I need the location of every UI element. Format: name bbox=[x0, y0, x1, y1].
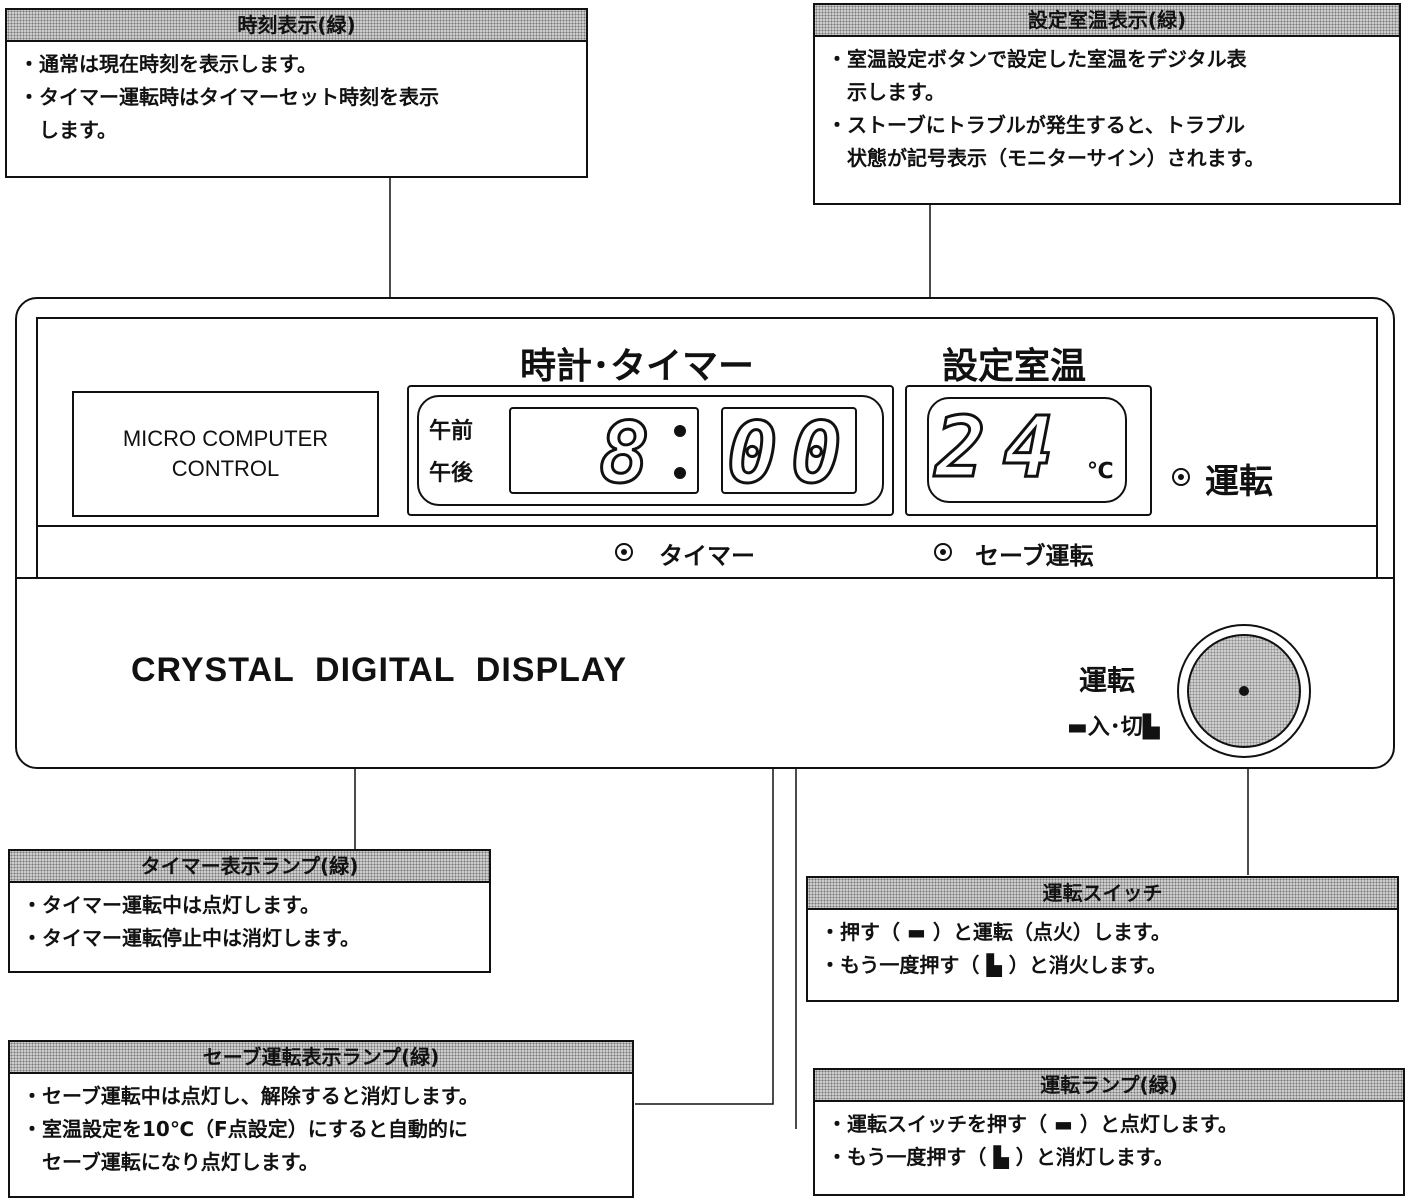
temp-display: 2 4 ℃ bbox=[905, 385, 1152, 516]
callout-line: ・セーブ運転中は点灯し、解除すると消灯します。 bbox=[22, 1084, 479, 1108]
am-indicator: 午前 bbox=[429, 419, 474, 444]
callout-title: セーブ運転表示ランプ(緑) bbox=[10, 1042, 632, 1074]
callout-title: タイマー表示ランプ(緑) bbox=[10, 851, 489, 883]
callout-line: ・もう一度押す（ ▙ ）と消灯します。 bbox=[827, 1145, 1174, 1169]
save-lamp-icon bbox=[934, 543, 952, 561]
temp-digit: 4 bbox=[1002, 398, 1056, 496]
run-lamp-icon bbox=[1172, 468, 1190, 486]
save-lamp-callout: セーブ運転表示ランプ(緑) ・セーブ運転中は点灯し、解除すると消灯します。 ・室… bbox=[8, 1040, 634, 1198]
callout-line: ・タイマー運転時はタイマーセット時刻を表示 bbox=[19, 85, 439, 109]
colon-dot bbox=[674, 467, 686, 479]
hour-window: 8 bbox=[509, 404, 699, 502]
callout-line: します。 bbox=[19, 118, 117, 142]
callout-line: ・通常は現在時刻を表示します。 bbox=[19, 52, 317, 76]
brand-label: CRYSTAL DIGITAL DISPLAY bbox=[131, 651, 628, 689]
callout-line: セーブ運転になり点灯します。 bbox=[22, 1150, 319, 1174]
timer-lamp-label: タイマー bbox=[659, 542, 755, 570]
celsius-unit: ℃ bbox=[1087, 459, 1114, 484]
callout-title: 設定室温表示(緑) bbox=[815, 5, 1399, 37]
switch-label: 運転 bbox=[1079, 664, 1136, 697]
clock-display: 午前 午後 8 0 0 bbox=[407, 385, 894, 516]
run-switch[interactable] bbox=[1177, 624, 1311, 758]
callout-line: ・もう一度押す（ ▙ ）と消火します。 bbox=[820, 953, 1167, 977]
callout-line: 状態が記号表示（モニターサイン）されます。 bbox=[827, 146, 1265, 170]
hour-digit: 8 bbox=[598, 404, 652, 502]
callout-title: 運転ランプ(緑) bbox=[815, 1070, 1403, 1102]
callout-line: ・押す（ ▬ ）と運転（点火）します。 bbox=[820, 920, 1171, 944]
minute-digit: 0 bbox=[790, 404, 844, 502]
switch-callout: 運転スイッチ ・押す（ ▬ ）と運転（点火）します。 ・もう一度押す（ ▙ ）と… bbox=[806, 876, 1399, 1002]
save-lamp-label: セーブ運転 bbox=[975, 542, 1094, 570]
callout-line: ・ストーブにトラブルが発生すると、トラブル bbox=[827, 113, 1245, 137]
switch-on-off-label: ▬入･切▙ bbox=[1067, 715, 1160, 740]
callout-line: ・タイマー運転停止中は消灯します。 bbox=[22, 926, 360, 950]
clock-display-callout: 時刻表示(緑) ・通常は現在時刻を表示します。 ・タイマー運転時はタイマーセット… bbox=[5, 8, 588, 178]
colon-dot bbox=[674, 425, 686, 437]
set-temp-heading: 設定室温 bbox=[942, 346, 1087, 387]
minute-window: 0 0 bbox=[721, 404, 857, 502]
minute-digit: 0 bbox=[726, 404, 780, 502]
callout-line: 示します。 bbox=[827, 80, 945, 104]
callout-line: ・運転スイッチを押す（ ▬ ）と点灯します。 bbox=[827, 1112, 1238, 1136]
timer-lamp-icon bbox=[615, 543, 633, 561]
callout-line: ・室温設定ボタンで設定した室温をデジタル表 bbox=[827, 47, 1247, 71]
timer-lamp-callout: タイマー表示ランプ(緑) ・タイマー運転中は点灯します。 ・タイマー運転停止中は… bbox=[8, 849, 491, 973]
pm-indicator: 午後 bbox=[429, 461, 474, 486]
temp-display-callout: 設定室温表示(緑) ・室温設定ボタンで設定した室温をデジタル表 示します。 ・ス… bbox=[813, 3, 1401, 205]
callout-title: 時刻表示(緑) bbox=[7, 10, 586, 42]
display-frame bbox=[36, 317, 1378, 577]
micro-computer-label: MICRO COMPUTER CONTROL bbox=[72, 391, 379, 517]
callout-line: ・タイマー運転中は点灯します。 bbox=[22, 893, 320, 917]
control-panel: 時計･タイマー 設定室温 MICRO COMPUTER CONTROL 午前 午… bbox=[15, 297, 1395, 769]
run-lamp-callout: 運転ランプ(緑) ・運転スイッチを押す（ ▬ ）と点灯します。 ・もう一度押す（… bbox=[813, 1068, 1405, 1196]
run-lamp-label: 運転 bbox=[1205, 462, 1273, 502]
temp-digit: 2 bbox=[934, 398, 988, 496]
callout-title: 運転スイッチ bbox=[808, 878, 1397, 910]
clock-timer-heading: 時計･タイマー bbox=[520, 346, 755, 387]
callout-line: ・室温設定を10℃（F点設定）にすると自動的に bbox=[22, 1117, 468, 1141]
